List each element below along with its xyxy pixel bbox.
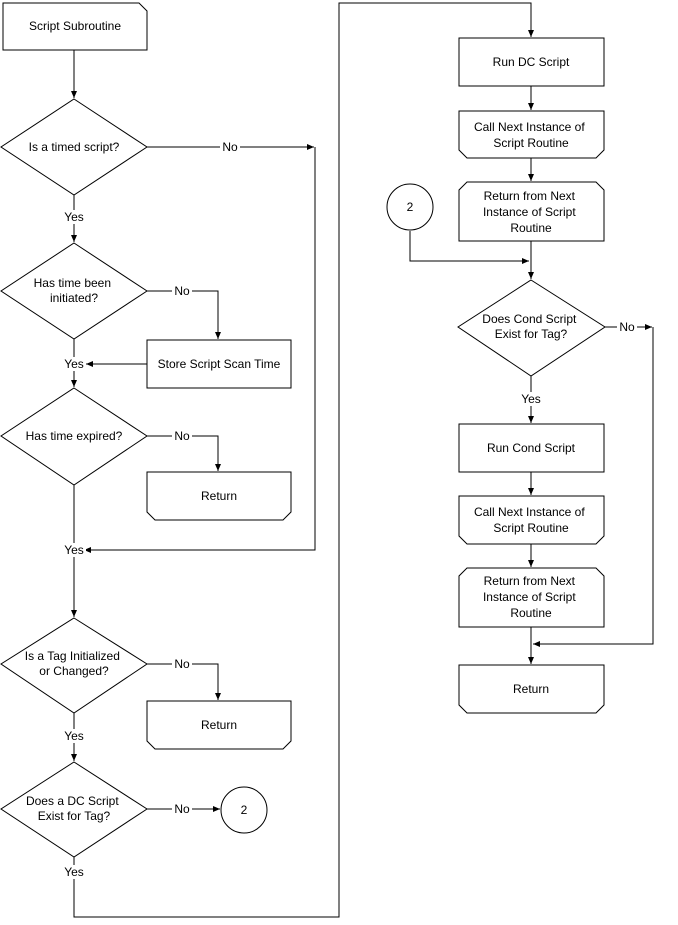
decision-time-expired: Has time expired?: [0, 387, 148, 486]
call-label: Call Next Instance of Script Routine: [474, 120, 588, 150]
process-run-dc-script: Run DC Script: [458, 37, 605, 87]
edge-dcexist-yes: [73, 2, 534, 918]
decision-label: Has time been initiated?: [34, 276, 115, 305]
label-bg: [172, 429, 192, 443]
edge-label-yes: Yes: [521, 392, 541, 406]
decision-tag-initialized: Is a Tag Initialized or Changed?: [0, 617, 148, 714]
return-from-next-2: Return from Next Instance of Script Rout…: [458, 567, 605, 628]
edge-label-no: No: [174, 284, 190, 298]
decision-time-initiated: Has time been initiated?: [0, 242, 148, 340]
label-bg: [62, 543, 86, 557]
label-bg: [172, 657, 192, 671]
decision-label: Is a Tag Initialized or Changed?: [25, 649, 124, 678]
return-node-3: Return: [458, 664, 605, 714]
edge-label-no: No: [174, 802, 190, 816]
start-node: Script Subroutine: [2, 2, 148, 51]
call-next-instance-2: Call Next Instance of Script Routine: [458, 495, 605, 545]
decision-label: Is a timed script?: [29, 140, 120, 154]
edge-connector-b-to-merge: [409, 231, 529, 264]
process-label: Store Script Scan Time: [158, 357, 281, 371]
label-bg: [172, 802, 192, 816]
label-bg: [617, 320, 637, 334]
return-node-2: Return: [146, 700, 292, 750]
edge-labels: No Yes No Yes No Yes No Yes No Yes Yes N…: [62, 140, 637, 879]
return-next-label: Return from Next Instance of Script Rout…: [483, 574, 579, 620]
nodes: Script Subroutine Is a timed script? Has…: [0, 2, 606, 858]
process-store-scan-time: Store Script Scan Time: [146, 339, 292, 389]
label-bg: [62, 210, 86, 224]
return-label: Return: [513, 682, 549, 696]
decision-dc-script-exist: Does a DC Script Exist for Tag?: [0, 761, 148, 858]
edge-taginit-no: [147, 663, 221, 700]
return-label: Return: [201, 718, 237, 732]
call-label: Call Next Instance of Script Routine: [474, 505, 588, 535]
return-next-label: Return from Next Instance of Script Rout…: [483, 189, 579, 235]
return-from-next-1: Return from Next Instance of Script Rout…: [458, 181, 605, 242]
connector-2-right: 2: [386, 183, 434, 231]
edges: [71, 2, 654, 918]
edge-timeinit-no: [147, 290, 221, 339]
label-bg: [172, 284, 192, 298]
connector-2-left: 2: [220, 786, 268, 834]
process-run-cond-script: Run Cond Script: [458, 423, 605, 473]
decision-timed-script: Is a timed script?: [0, 98, 148, 196]
connector-label: 2: [241, 803, 248, 817]
edge-label-no: No: [174, 429, 190, 443]
label-bg: [220, 140, 240, 154]
label-bg: [62, 865, 86, 879]
edge-label-yes: Yes: [64, 210, 84, 224]
return-label: Return: [201, 489, 237, 503]
edge-timeexp-no: [147, 435, 221, 471]
call-next-instance-1: Call Next Instance of Script Routine: [458, 110, 605, 159]
edge-label-yes: Yes: [64, 357, 84, 371]
decision-cond-script-exist: Does Cond Script Exist for Tag?: [457, 279, 606, 377]
decision-label: Has time expired?: [26, 429, 123, 443]
label-bg: [62, 357, 86, 371]
label-bg: [519, 392, 543, 406]
edge-label-no: No: [619, 320, 635, 334]
process-label: Run Cond Script: [487, 441, 576, 455]
edge-label-yes: Yes: [64, 729, 84, 743]
edge-label-yes: Yes: [64, 865, 84, 879]
return-node-1: Return: [146, 471, 292, 521]
edge-label-no: No: [222, 140, 238, 154]
decision-label: Does a DC Script Exist for Tag?: [26, 794, 122, 823]
process-label: Run DC Script: [493, 55, 570, 69]
edge-timed-no-down: [84, 147, 316, 553]
edge-condexist-no-down: [533, 327, 654, 647]
connector-label: 2: [407, 200, 414, 214]
start-label: Script Subroutine: [29, 19, 121, 33]
decision-label: Does Cond Script Exist for Tag?: [482, 312, 579, 341]
label-bg: [62, 729, 86, 743]
edge-label-yes: Yes: [64, 543, 84, 557]
edge-label-no: No: [174, 657, 190, 671]
